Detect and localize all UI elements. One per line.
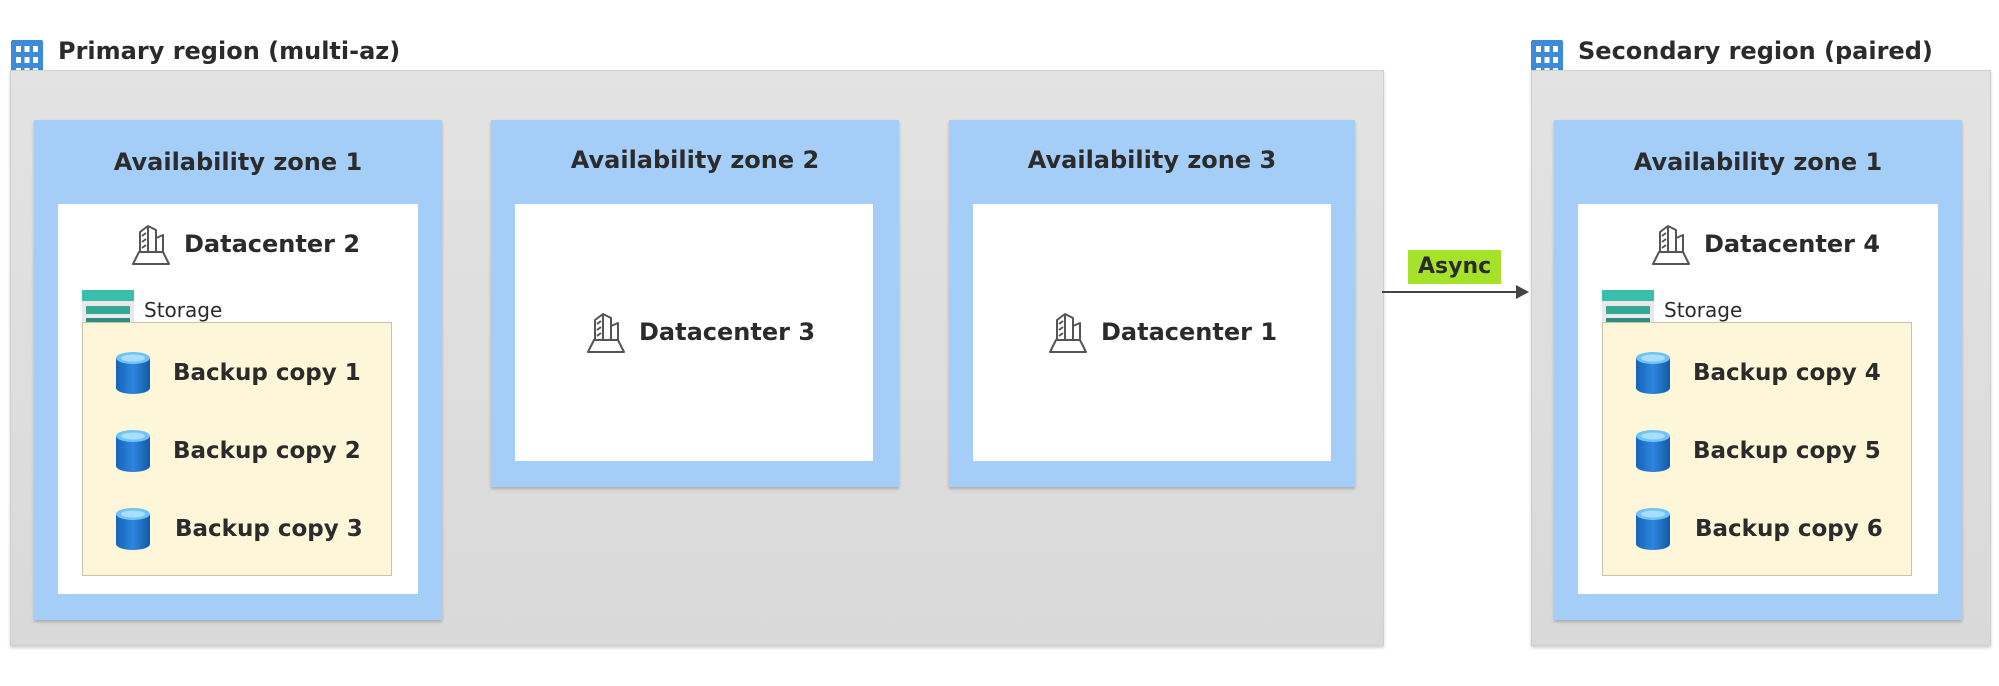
datacenter-heading: Datacenter 1	[1047, 310, 1277, 354]
backup-item: Backup copy 2	[115, 429, 361, 473]
primary-zone-1: Availability zone 1 Datacenter 2	[34, 120, 442, 620]
database-cylinder-icon	[116, 508, 150, 550]
backup-item: Backup copy 5	[1635, 429, 1881, 473]
storage-heading: Storage	[1602, 290, 1742, 330]
zone-title: Availability zone 2	[570, 146, 820, 174]
database-cylinder-icon	[116, 430, 150, 472]
backup-item: Backup copy 6	[1635, 507, 1883, 551]
datacenter-label: Datacenter 4	[1704, 230, 1881, 258]
datacenter-label: Datacenter 3	[639, 318, 816, 346]
async-arrow	[1382, 285, 1529, 299]
backup-item: Backup copy 4	[1635, 351, 1881, 395]
storage-label: Storage	[1664, 298, 1743, 322]
storage-container: Backup copy 4 Backup copy 5 Backup copy …	[1602, 322, 1912, 576]
backup-label: Backup copy 4	[1693, 360, 1881, 386]
datacenter-icon	[132, 225, 170, 265]
primary-zone-2: Availability zone 2 Datacenter 3	[491, 120, 899, 487]
datacenter-icon	[1049, 313, 1087, 353]
secondary-zone-1: Availability zone 1 Datacenter 4	[1554, 120, 1962, 620]
datacenter-box: Datacenter 1	[973, 204, 1331, 461]
datacenter-box: Datacenter 2 Storage Backup copy 1	[58, 204, 418, 594]
datacenter-heading: Datacenter 3	[585, 310, 815, 354]
database-cylinder-icon	[1636, 508, 1670, 550]
secondary-region-title: Secondary region (paired)	[1578, 37, 1933, 65]
datacenter-icon	[1652, 225, 1690, 265]
zone-title: Availability zone 1	[1633, 148, 1883, 176]
datacenter-box: Datacenter 3	[515, 204, 873, 461]
database-cylinder-icon	[1636, 430, 1670, 472]
backup-label: Backup copy 6	[1695, 516, 1883, 542]
storage-label: Storage	[144, 298, 223, 322]
datacenter-icon	[587, 313, 625, 353]
backup-label: Backup copy 5	[1693, 438, 1881, 464]
primary-region-title: Primary region (multi-az)	[58, 37, 401, 65]
datacenter-heading: Datacenter 2	[130, 222, 360, 266]
async-label: Async	[1408, 250, 1502, 284]
datacenter-box: Datacenter 4 Storage Backup copy 4	[1578, 204, 1938, 594]
backup-label: Backup copy 1	[173, 360, 361, 386]
datacenter-label: Datacenter 2	[184, 230, 361, 258]
database-cylinder-icon	[116, 352, 150, 394]
storage-container: Backup copy 1 Backup copy 2 Backup copy …	[82, 322, 392, 576]
datacenter-label: Datacenter 1	[1101, 318, 1278, 346]
zone-title: Availability zone 1	[113, 148, 363, 176]
database-cylinder-icon	[1636, 352, 1670, 394]
datacenter-heading: Datacenter 4	[1650, 222, 1880, 266]
backup-label: Backup copy 2	[173, 438, 361, 464]
backup-item: Backup copy 3	[115, 507, 363, 551]
backup-label: Backup copy 3	[175, 516, 363, 542]
backup-item: Backup copy 1	[115, 351, 361, 395]
zone-title: Availability zone 3	[1027, 146, 1277, 174]
primary-zone-3: Availability zone 3 Datacenter 1	[949, 120, 1355, 487]
